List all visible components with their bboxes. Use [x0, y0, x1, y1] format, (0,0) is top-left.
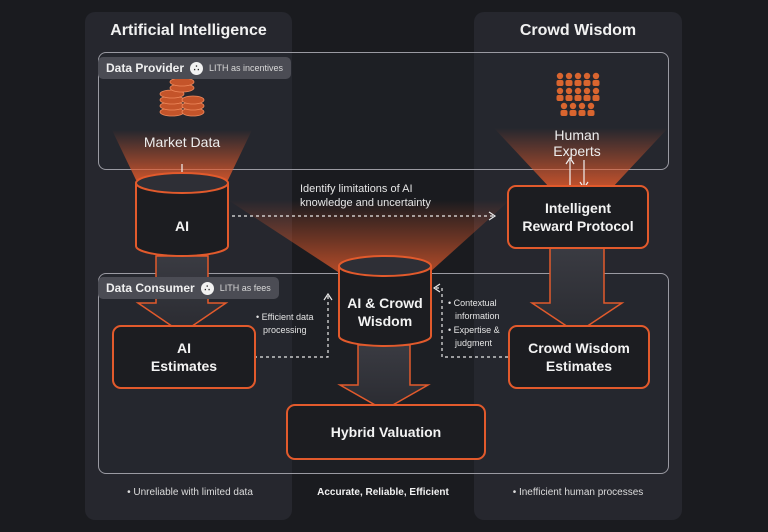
coin-stack-icon	[159, 77, 205, 117]
ai-node-label: AI	[175, 218, 189, 234]
human-experts-glow	[494, 128, 668, 188]
crowd-footer-note: • Inefficient human processes	[512, 487, 644, 498]
data-provider-tag: Data Provider ∴ LITH as incentives	[98, 57, 292, 79]
crowd-icon	[556, 72, 600, 116]
market-data-glow	[112, 130, 252, 180]
provider-token-note: LITH as incentives	[209, 63, 284, 73]
market-data-label: Market Data	[143, 134, 221, 150]
data-consumer-tag: Data Consumer ∴ LITH as fees	[98, 277, 279, 299]
expertise-note: • Expertise &judgment	[448, 325, 500, 348]
consumer-token-note: LITH as fees	[219, 283, 271, 293]
lith-token-icon: ∴	[200, 281, 214, 295]
hybrid-valuation-box: Hybrid Valuation	[286, 404, 486, 460]
hub-to-hybrid-arrow	[337, 344, 431, 411]
data-provider-label: Data Provider	[106, 61, 185, 75]
lith-token-icon: ∴	[190, 61, 204, 75]
ai-cylinder-body	[135, 183, 229, 257]
center-footer-note: Accurate, Reliable, Efficient	[317, 487, 449, 498]
hub-cylinder-top	[338, 255, 432, 277]
data-consumer-label: Data Consumer	[106, 281, 195, 295]
hub-glow	[228, 200, 510, 272]
hub-cylinder-body	[338, 266, 432, 347]
crowd-column-title: Crowd Wisdom	[519, 22, 637, 39]
ai-column-title: Artificial Intelligence	[110, 22, 267, 39]
reward-to-estimates-arrow	[529, 247, 625, 334]
ai-cylinder-top	[135, 172, 229, 194]
ai-footer-note: • Unreliable with limited data	[127, 487, 253, 498]
